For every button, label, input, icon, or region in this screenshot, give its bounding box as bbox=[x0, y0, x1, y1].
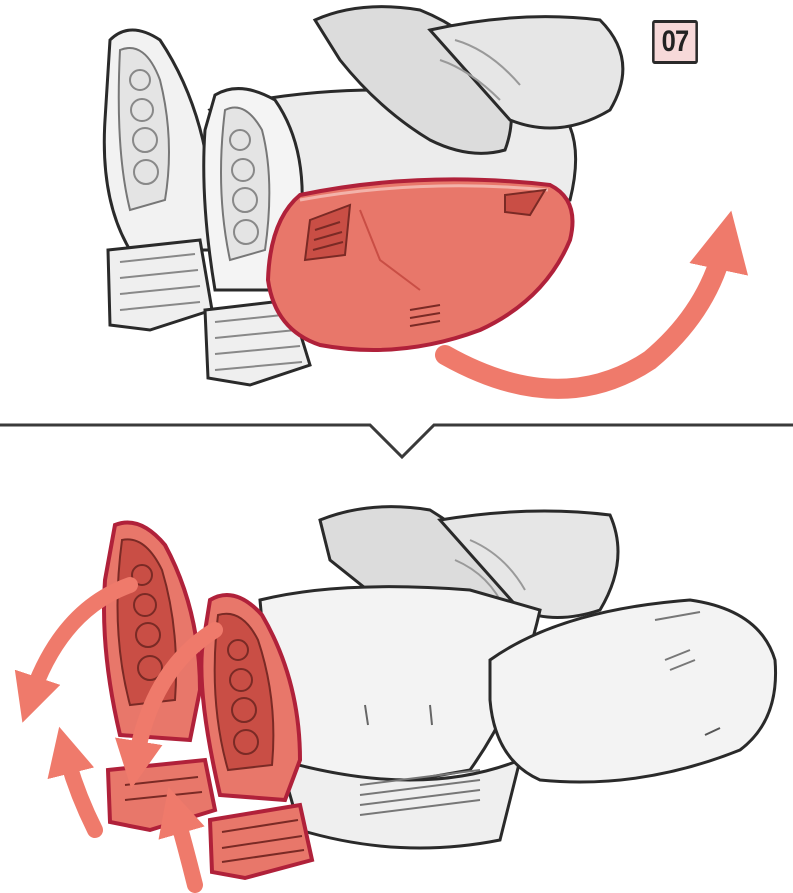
top-panel bbox=[104, 7, 725, 389]
raise-arrow-left bbox=[65, 750, 95, 830]
front-armor-highlighted bbox=[268, 179, 573, 350]
step-divider bbox=[0, 425, 793, 457]
top-foot-left bbox=[108, 240, 212, 330]
raise-arrow-right bbox=[175, 810, 195, 885]
bottom-panel bbox=[30, 507, 776, 885]
top-rear-fin-left bbox=[104, 30, 210, 250]
bottom-foot-right-highlighted bbox=[210, 805, 312, 878]
bottom-foot-left-highlighted bbox=[108, 760, 215, 830]
